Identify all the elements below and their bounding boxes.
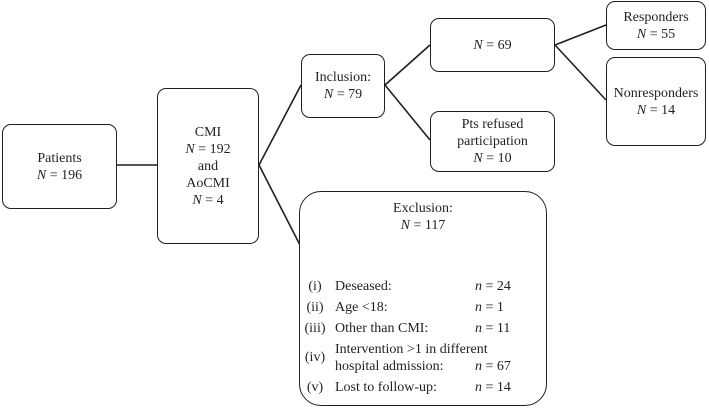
item-text-line2: hospital admission:: [335, 359, 444, 374]
nonresponders-var: N: [636, 102, 647, 118]
aocmi-label: AoCMI: [186, 175, 230, 191]
refused-line2: participation: [457, 134, 528, 149]
cmi-box: CMI N = 192 and AoCMI N = 4: [157, 88, 259, 244]
n69-var: N: [473, 37, 483, 53]
cmi-value: = 192: [198, 141, 231, 157]
item-var: n: [475, 359, 482, 374]
responders-value: = 55: [649, 26, 676, 42]
responders-box: Responders N = 55: [606, 1, 706, 50]
item-number: (v): [306, 380, 324, 395]
cmi-var: N: [185, 141, 195, 157]
inclusion-box: Inclusion: N = 79: [301, 54, 385, 118]
nonresponders-value: = 14: [649, 102, 676, 118]
refused-var: N: [473, 151, 483, 166]
inclusion-label: Inclusion:: [315, 70, 371, 85]
item-number: (i): [308, 279, 322, 294]
item-text: Other than CMI:: [335, 321, 429, 336]
item-value: = 14: [485, 380, 511, 395]
refused-value: = 10: [486, 151, 512, 166]
item-text: Lost to follow-up:: [335, 380, 437, 395]
n69-box: N = 69: [430, 18, 555, 72]
exclusion-var: N: [400, 218, 410, 233]
responders-label: Responders: [623, 9, 689, 25]
item-text: Intervention >1 in different: [335, 342, 488, 357]
item-number: (ii): [306, 300, 324, 315]
patients-label: Patients: [37, 150, 82, 166]
item-value: = 24: [485, 279, 511, 294]
responders-var: N: [636, 26, 647, 42]
exclusion-value: = 117: [413, 218, 446, 233]
item-value: = 1: [485, 300, 504, 315]
item-number: (iv): [304, 350, 326, 365]
nonresponders-label: Nonresponders: [613, 85, 699, 101]
item-var: n: [475, 279, 482, 294]
inclusion-value: = 79: [336, 87, 363, 102]
cmi-label: CMI: [194, 124, 222, 140]
patients-box: Patients N = 196: [2, 124, 117, 209]
aocmi-var: N: [192, 192, 202, 208]
exclusion-label: Exclusion:: [393, 201, 453, 216]
nonresponders-box: Nonresponders N = 14: [606, 57, 706, 146]
exclusion-item: (iv) Intervention >1 in different hospit…: [300, 341, 550, 375]
item-var: n: [475, 380, 482, 395]
n69-value: = 69: [486, 37, 512, 53]
refused-box: Pts refused participation N = 10: [430, 111, 555, 172]
patients-value: = 196: [49, 167, 83, 183]
inclusion-var: N: [323, 87, 334, 102]
item-value: = 67: [485, 359, 511, 374]
cmi-and: and: [197, 158, 219, 174]
exclusion-box: Exclusion: N = 117 (i) Deseased: n = 24 …: [299, 191, 547, 406]
item-var: n: [475, 300, 482, 315]
item-text: Deseased:: [335, 279, 392, 294]
item-value: = 11: [485, 321, 511, 336]
patients-var: N: [36, 167, 47, 183]
item-number: (iii): [304, 321, 326, 336]
aocmi-value: = 4: [205, 192, 224, 208]
item-text: Age <18:: [335, 300, 388, 315]
item-var: n: [475, 321, 482, 336]
refused-line1: Pts refused: [461, 117, 524, 132]
